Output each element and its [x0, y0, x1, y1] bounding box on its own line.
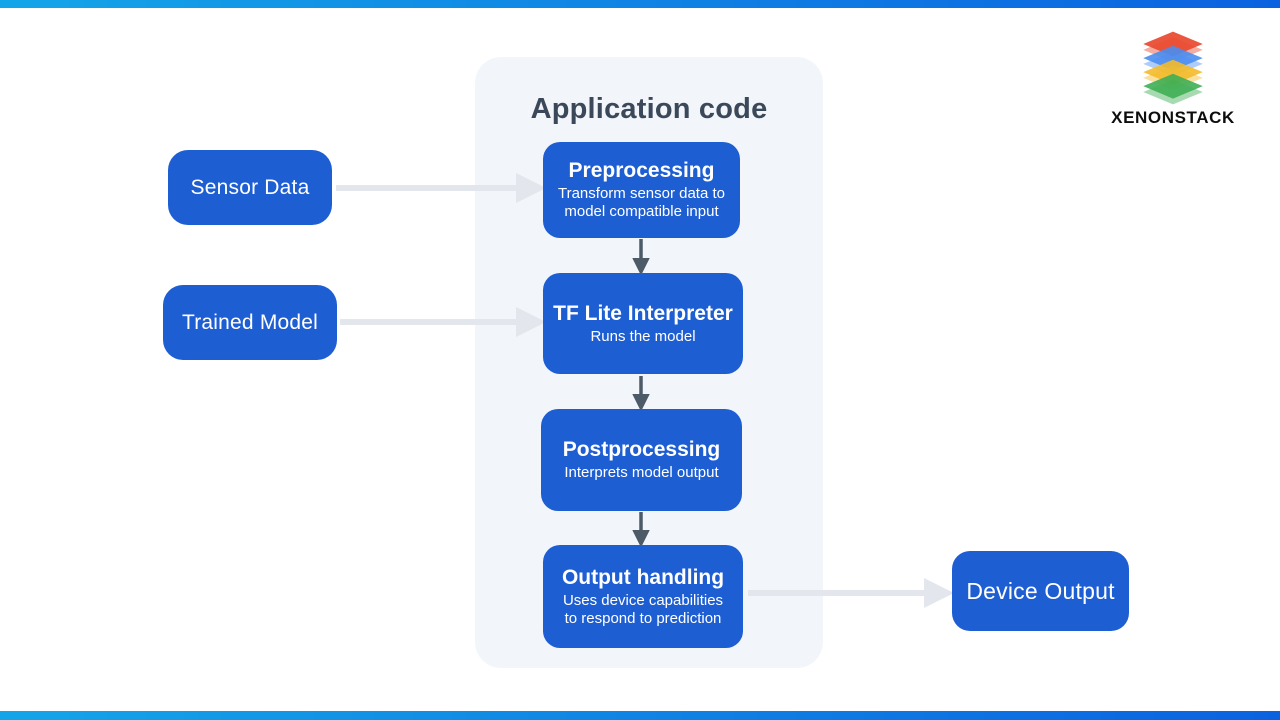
- top-accent-bar: [0, 0, 1280, 8]
- tflite-interpreter-title: TF Lite Interpreter: [553, 301, 733, 325]
- node-sensor-data: Sensor Data: [168, 150, 332, 225]
- preprocessing-title: Preprocessing: [568, 159, 715, 183]
- tflite-interpreter-desc: Runs the model: [590, 327, 696, 345]
- panel-title: Application code: [530, 93, 768, 125]
- output-handling-desc: Uses device capabilities to respond to p…: [562, 591, 724, 627]
- node-tflite-interpreter: TF Lite Interpreter Runs the model: [543, 273, 743, 374]
- trained-model-label: Trained Model: [181, 310, 319, 334]
- node-device-output: Device Output: [952, 551, 1129, 631]
- bottom-accent-bar: [0, 711, 1280, 720]
- node-preprocessing: Preprocessing Transform sensor data to m…: [543, 142, 740, 238]
- output-handling-title: Output handling: [561, 565, 725, 589]
- postprocessing-desc: Interprets model output: [564, 464, 719, 482]
- sensor-data-label: Sensor Data: [190, 175, 310, 199]
- node-trained-model: Trained Model: [163, 285, 337, 360]
- postprocessing-title: Postprocessing: [562, 438, 721, 462]
- device-output-label: Device Output: [966, 577, 1115, 604]
- node-output-handling: Output handling Uses device capabilities…: [543, 545, 743, 648]
- xenonstack-logo: XENONSTACK: [1109, 30, 1237, 128]
- preprocessing-desc: Transform sensor data to model compatibl…: [557, 185, 725, 221]
- xenonstack-stack-icon: [1143, 31, 1203, 105]
- node-postprocessing: Postprocessing Interprets model output: [541, 409, 742, 511]
- xenonstack-logo-text: XENONSTACK: [1111, 108, 1235, 127]
